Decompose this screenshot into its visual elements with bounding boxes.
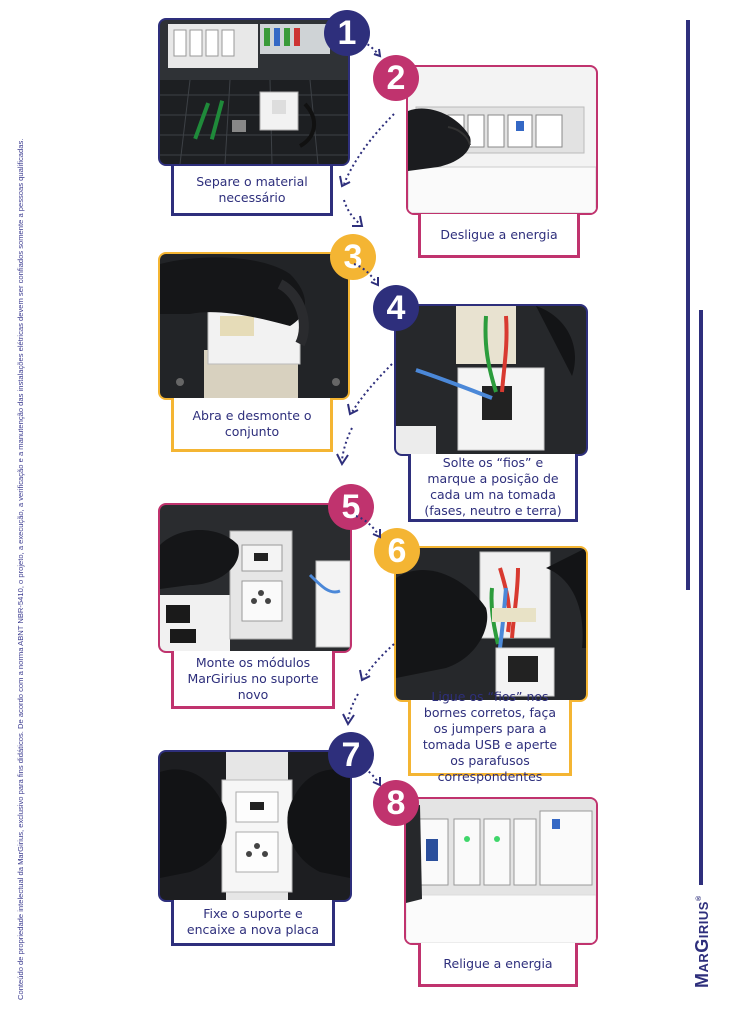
step-8-badge: 8	[373, 780, 419, 826]
step-2-caption: Desligue a energia	[418, 214, 580, 258]
step-7-photo	[160, 752, 350, 900]
step-3-photo	[160, 254, 348, 398]
arrow-1-to-2	[353, 37, 382, 58]
step-2-badge: 2	[373, 55, 419, 101]
step-5-caption: Monte os módulos MarGirius no suporte no…	[171, 651, 335, 709]
divider-line-top	[686, 20, 690, 590]
arrow-4-to-5	[336, 363, 393, 466]
divider-line-bottom	[699, 310, 703, 885]
margirius-logo: MARGIRIUS®	[692, 895, 712, 988]
step-8-photo	[406, 799, 596, 943]
step-1-caption: Separe o material necessário	[171, 166, 333, 216]
arrow-5-to-6	[355, 515, 381, 539]
legal-note: Conteúdo de propriedade intelectual da M…	[16, 138, 25, 1000]
step-7-badge: 7	[328, 732, 374, 778]
step-1-frame	[158, 18, 350, 166]
step-4-photo	[396, 306, 586, 454]
step-1-photo	[160, 20, 348, 164]
step-2-frame	[406, 65, 598, 215]
arrow-3-to-4	[353, 263, 379, 287]
step-6-photo	[396, 548, 586, 700]
step-8-caption: Religue a energia	[418, 943, 578, 987]
step-1-badge: 1	[324, 10, 370, 56]
arrow-7-to-8	[355, 763, 381, 787]
step-4-caption: Solte os “fios” e marque a posição de ca…	[408, 454, 578, 522]
arrow-2-to-3	[339, 113, 395, 227]
arrow-6-to-7	[342, 643, 395, 726]
step-6-badge: 6	[374, 528, 420, 574]
step-4-badge: 4	[373, 285, 419, 331]
step-5-photo	[160, 505, 350, 651]
step-2-photo	[408, 67, 596, 213]
step-6-caption: Ligue os “fios” nos bornes corretos, faç…	[408, 689, 572, 784]
step-3-caption: Abra e desmonte o conjunto	[171, 398, 333, 452]
step-3-badge: 3	[330, 234, 376, 280]
step-5-badge: 5	[328, 484, 374, 530]
step-7-caption: Fixe o suporte e encaixe a nova placa	[171, 900, 335, 946]
